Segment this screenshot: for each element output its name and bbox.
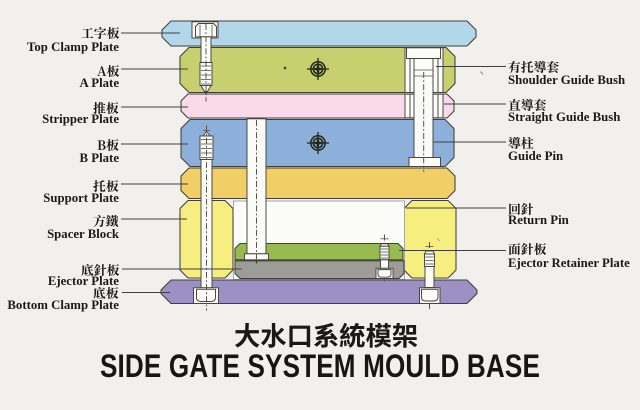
label-a-plate-en: A Plate xyxy=(79,75,119,90)
ejector-retainer-plate-shape xyxy=(234,242,404,261)
cjk-glyph xyxy=(365,322,391,348)
base-screw-head xyxy=(421,288,439,302)
label-spacer-block-en: Spacer Block xyxy=(47,226,119,241)
top-bolt-head xyxy=(195,23,217,38)
cjk-glyph xyxy=(106,27,119,40)
cjk-glyph xyxy=(234,322,259,348)
cjk-glyph xyxy=(521,243,534,255)
ejector-plate-shape xyxy=(234,260,405,280)
cjk-glyph xyxy=(106,214,119,227)
label-top-clamp-plate-en: Top Clamp Plate xyxy=(27,39,119,54)
cjk-glyph xyxy=(313,322,338,348)
label-stripper-plate-en: Stripper Plate xyxy=(42,111,119,126)
guide-pin-flange xyxy=(408,157,441,167)
cjk-glyph xyxy=(521,60,534,73)
cjk-glyph xyxy=(534,60,547,73)
cjk-glyph xyxy=(93,286,106,299)
retainer-screw-shaft xyxy=(380,259,389,269)
bottom-clamp-plate-shape xyxy=(160,279,478,305)
scan-speck-tick xyxy=(480,71,484,75)
cjk-glyph-run xyxy=(81,27,119,40)
cjk-glyph-run xyxy=(508,243,547,256)
label-b-plate-en: B Plate xyxy=(79,150,119,165)
base-screw-shaft xyxy=(424,266,435,288)
shoulder-guide-bush-flange xyxy=(406,47,441,59)
title-english: SIDE GATE SYSTEM MOULD BASE xyxy=(99,347,541,384)
support-plate-shape xyxy=(180,167,456,200)
cjk-glyph xyxy=(288,325,310,347)
cjk-glyph xyxy=(533,98,547,111)
cjk-glyph xyxy=(96,65,107,76)
label-guide-pin-en: Guide Pin xyxy=(508,148,564,163)
scan-speck-tick2 xyxy=(436,238,440,242)
label-support-plate-en: Support Plate xyxy=(43,190,119,205)
cjk-glyph xyxy=(93,214,106,227)
left-bolt-head xyxy=(196,288,216,302)
label-retainer-plate-en: Ejector Retainer Plate xyxy=(508,255,630,270)
cjk-glyph xyxy=(93,179,106,192)
stripper-plate-shape xyxy=(180,93,455,119)
label-ejector-plate-en: Ejector Plate xyxy=(47,273,119,288)
cjk-glyph xyxy=(81,27,94,38)
retainer-screw-head xyxy=(377,269,392,278)
label-straight-guide-bush-en: Straight Guide Bush xyxy=(508,109,621,124)
label-zh-text xyxy=(508,243,547,257)
cjk-glyph xyxy=(93,27,106,40)
title-zh-text xyxy=(234,322,418,350)
cjk-glyph xyxy=(521,136,534,149)
b-plate-hole-center-mark xyxy=(307,132,329,154)
title-chinese xyxy=(234,322,418,350)
label-zh-text xyxy=(81,27,119,41)
label-retainer-plate-zh xyxy=(508,243,547,257)
cjk-glyph xyxy=(508,136,521,149)
cjk-glyph xyxy=(106,286,119,299)
label-shoulder-guide-bush-en: Shoulder Guide Bush xyxy=(508,72,626,87)
cjk-glyph xyxy=(339,322,365,348)
cjk-glyph xyxy=(106,64,119,77)
cjk-glyph xyxy=(391,322,417,348)
top-clamp-plate-shape xyxy=(161,20,477,47)
cjk-glyph xyxy=(508,98,521,110)
scan-speck-dot xyxy=(283,66,287,70)
cjk-glyph xyxy=(533,243,547,256)
cjk-glyph xyxy=(508,60,521,73)
cjk-glyph xyxy=(97,139,106,150)
cjk-glyph xyxy=(106,138,119,151)
cjk-glyph xyxy=(521,98,534,111)
cjk-glyph xyxy=(546,60,559,73)
label-bottom-clamp-plate-en: Bottom Clamp Plate xyxy=(7,297,119,312)
label-return-pin-en: Return Pin xyxy=(508,213,569,228)
cjk-glyph xyxy=(508,243,521,255)
cjk-glyph xyxy=(260,322,286,348)
cjk-glyph-run xyxy=(234,322,417,348)
cjk-glyph xyxy=(106,179,119,192)
a-plate-hole-center-mark xyxy=(307,58,329,80)
